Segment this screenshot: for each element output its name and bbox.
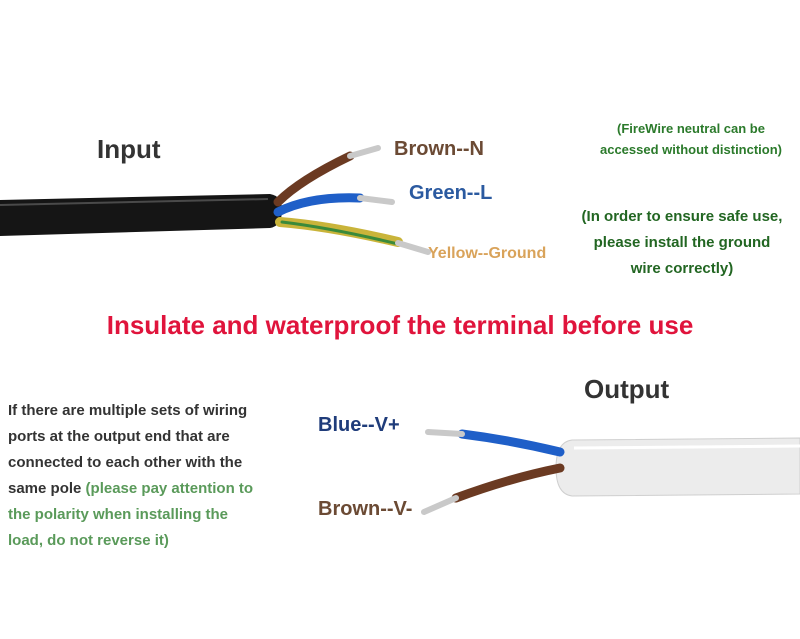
input-ground-wire: [275, 217, 431, 255]
note-multi-polarity: the polarity when installing the: [8, 506, 229, 523]
note-safe-line: wire correctly): [630, 260, 734, 277]
note-multi-line: connected to each other with the: [8, 454, 243, 471]
input-cable: [0, 194, 282, 236]
note-multi-polarity: load, do not reverse it): [8, 532, 169, 549]
output-cable: [555, 437, 800, 497]
note-multiple-ports: If there are multiple sets of wiring por…: [8, 398, 298, 554]
note-safe-use: (In order to ensure safe use, please ins…: [556, 204, 800, 282]
output-title: Output: [584, 374, 670, 404]
label-blue-positive: Blue--V+: [318, 414, 400, 436]
note-multi-line: ports at the output end that are: [8, 428, 230, 445]
headline-warning: Insulate and waterproof the terminal bef…: [106, 310, 694, 340]
note-multi-polarity: (please pay attention to: [81, 480, 254, 497]
output-blue-wire: [425, 429, 565, 457]
note-multi-text: same pole: [8, 480, 82, 497]
input-blue-wire: [273, 193, 395, 217]
output-brown-wire: [421, 463, 565, 515]
label-green-live: Green--L: [409, 182, 493, 204]
note-safe-line: please install the ground: [593, 234, 771, 251]
note-safe-line: (In order to ensure safe use,: [581, 208, 783, 225]
note-firewire: (FireWire neutral can be accessed withou…: [578, 118, 800, 160]
note-multi-line: If there are multiple sets of wiring: [8, 402, 248, 419]
note-multi-line: same pole (please pay attention to: [8, 476, 298, 502]
label-brown-negative: Brown--V-: [318, 498, 413, 520]
input-title: Input: [97, 134, 161, 164]
note-firewire-line: (FireWire neutral can be: [617, 121, 765, 136]
label-brown-neutral: Brown--N: [394, 138, 484, 160]
note-firewire-line: accessed without distinction): [599, 142, 783, 157]
label-yellow-ground: Yellow--Ground: [428, 245, 547, 262]
input-brown-wire: [273, 145, 381, 207]
